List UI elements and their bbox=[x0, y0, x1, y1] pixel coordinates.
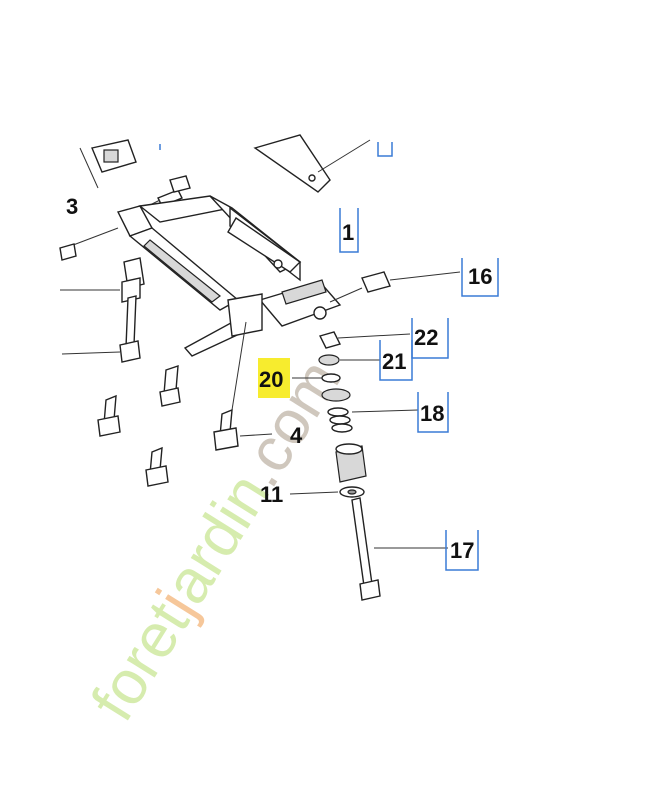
bolt-17-part bbox=[351, 497, 448, 601]
washer-21-part bbox=[318, 354, 380, 366]
upper-frame-part bbox=[253, 134, 393, 193]
lower-bolts-part bbox=[97, 321, 273, 487]
watermark: foretjardin.com bbox=[78, 348, 354, 732]
callout-18: 18 bbox=[420, 401, 444, 426]
washer-20-part bbox=[292, 373, 341, 383]
callout-4: 4 bbox=[290, 423, 303, 448]
callout-1: 1 bbox=[342, 220, 354, 245]
spring-18-part bbox=[321, 388, 419, 433]
clip-nut-part bbox=[79, 139, 161, 189]
callout-22: 22 bbox=[414, 325, 438, 350]
callout-20: 20 bbox=[259, 367, 283, 392]
callout-boxes bbox=[339, 208, 499, 571]
callout-11: 11 bbox=[260, 482, 283, 507]
callout-21: 21 bbox=[382, 349, 406, 374]
callout-16: 16 bbox=[468, 264, 492, 289]
highlight-20 bbox=[258, 358, 290, 398]
pin-16-part bbox=[329, 271, 461, 303]
callout-17: 17 bbox=[450, 538, 474, 563]
left-bolts-part bbox=[59, 243, 141, 363]
bushing-part bbox=[335, 443, 367, 483]
nut-22-part bbox=[318, 331, 411, 349]
svg-text:foretjardin.com: foretjardin.com bbox=[78, 348, 354, 732]
main-bracket-part bbox=[59, 195, 342, 357]
callout-3: 3 bbox=[66, 194, 78, 219]
washer-11-part bbox=[289, 486, 365, 498]
